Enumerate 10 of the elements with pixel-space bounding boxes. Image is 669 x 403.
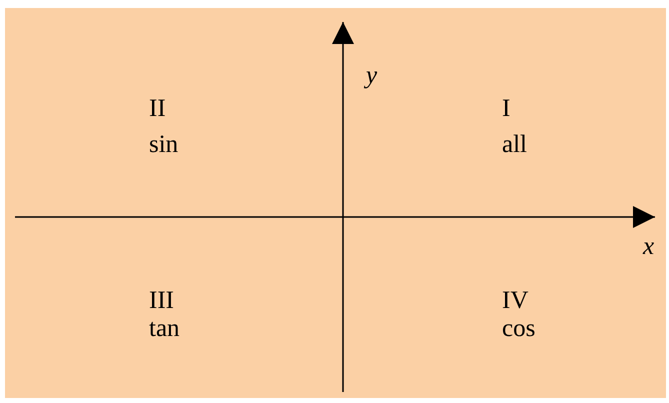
quadrant-number: III [149,288,174,313]
quadrant-number: II [149,96,166,121]
axis-label: y [366,63,378,88]
function-label: all [502,132,527,157]
quadrant-number: I [502,96,510,121]
function-label: tan [149,316,180,341]
function-label: sin [149,132,178,157]
axis-label: x [643,234,654,259]
function-label: cos [502,316,536,341]
quadrant-number: IV [502,288,528,313]
